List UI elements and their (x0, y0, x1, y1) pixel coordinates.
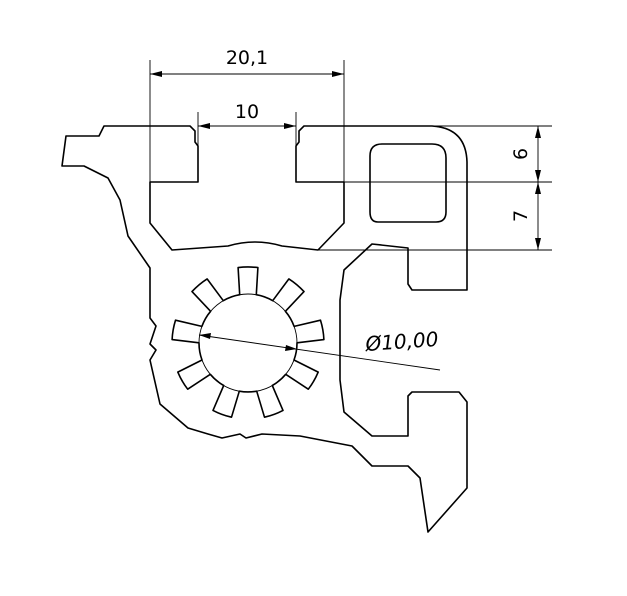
dimension-label-20-1: 20,1 (226, 47, 268, 69)
dimension-diameter: Ø10,00 (198, 327, 441, 371)
bore-circle (198, 293, 298, 393)
star-bore (171, 266, 325, 418)
dimension-label-diameter: Ø10,00 (364, 327, 439, 356)
dimension-6-7: 6 7 (318, 125, 552, 251)
dimension-label-7: 7 (510, 210, 532, 222)
dimension-10: 10 (197, 101, 297, 146)
inner-chamber (369, 143, 447, 223)
dimension-label-10: 10 (235, 101, 259, 123)
dimension-label-6: 6 (510, 148, 532, 160)
dimension-20-1: 20,1 (149, 47, 345, 182)
profile-outline (61, 125, 468, 533)
